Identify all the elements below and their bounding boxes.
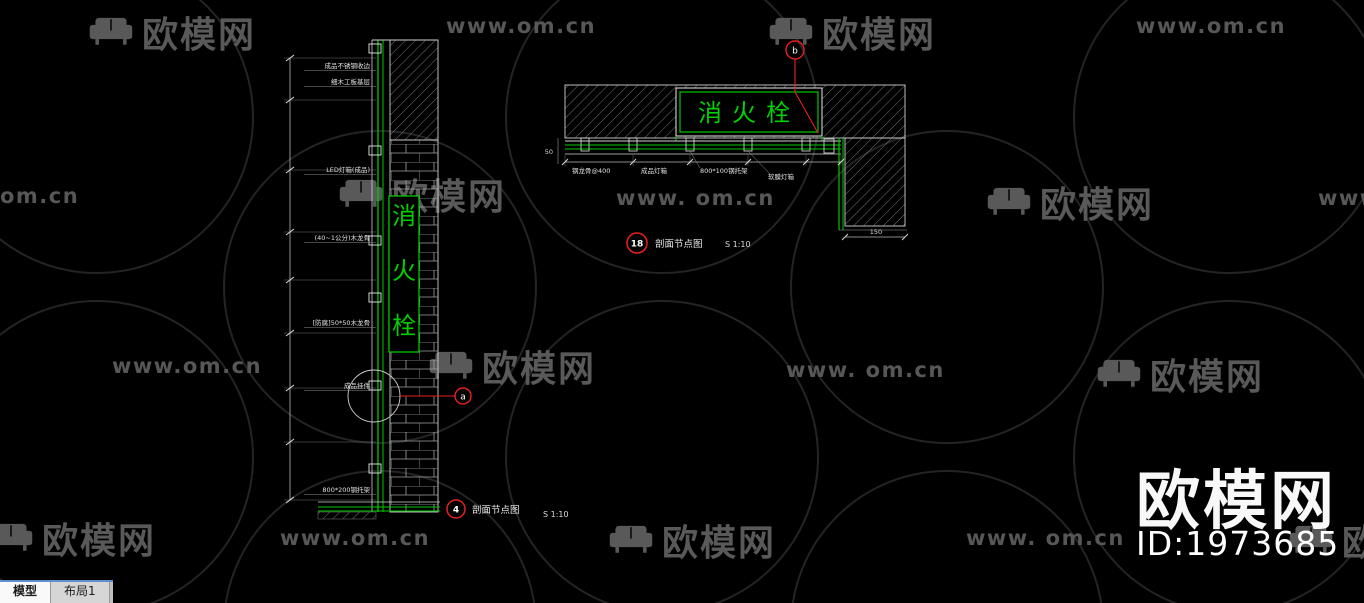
detail-title: 剖面节点图 bbox=[472, 504, 520, 516]
sign-char-bottom: 栓 bbox=[392, 312, 416, 340]
watermark-brand: 欧模网 bbox=[88, 6, 256, 58]
watermark-url: om.cn bbox=[0, 184, 80, 208]
sign-text: 消火栓 bbox=[698, 99, 800, 127]
sign-box-vertical bbox=[388, 195, 420, 353]
detail-marker-a bbox=[454, 387, 472, 405]
watermark-brand: 欧模网 bbox=[1096, 348, 1264, 400]
sign-char-mid: 火 bbox=[392, 257, 416, 285]
watermark-brand: 欧模网 bbox=[0, 512, 156, 564]
watermark-url: www. om.cn bbox=[966, 526, 1125, 550]
watermark-circle bbox=[1073, 0, 1364, 274]
detail-number: 18 bbox=[631, 240, 644, 250]
watermark-brand-text: 欧模网 bbox=[1150, 357, 1265, 398]
watermark-url: www.om.cn bbox=[280, 526, 431, 550]
watermark-brand-text: 欧模网 bbox=[482, 349, 597, 390]
tab-layout1[interactable]: 布局1 bbox=[51, 582, 110, 603]
annotation-label: 800*100钢托架 bbox=[700, 166, 748, 175]
right-section-drawing: 消火栓 50 bbox=[545, 40, 909, 254]
watermark-brand-text: 欧模网 bbox=[662, 523, 777, 564]
layout-tabbar: 模型 布局1 bbox=[0, 580, 113, 603]
annotation-label: 钢龙骨@400 bbox=[572, 166, 610, 175]
detail-title: 剖面节点图 bbox=[655, 238, 703, 250]
scale-label: S 1:10 bbox=[543, 510, 569, 519]
watermark-brand: 欧模网 bbox=[1288, 514, 1364, 566]
watermark-url: www. om.cn bbox=[786, 358, 945, 382]
image-id-label: ID:1973685 bbox=[1136, 524, 1340, 563]
annotation-label: [防腐]50*50木龙骨 bbox=[313, 318, 370, 327]
watermark-brand: 欧模网 bbox=[608, 514, 776, 566]
dimension-value: 150 bbox=[870, 228, 882, 236]
scale-label: S 1:10 bbox=[725, 240, 751, 249]
watermark-brand-text: 欧模网 bbox=[1040, 185, 1155, 226]
annotation-label: 细木工板基层 bbox=[331, 77, 371, 86]
annotation-label: 成品挂件 bbox=[344, 381, 371, 390]
watermark-brand: 欧模网 bbox=[768, 6, 936, 58]
sign-char-top: 消 bbox=[392, 202, 416, 230]
site-logo-text: 欧模网 bbox=[1136, 465, 1337, 539]
watermark-brand: 欧模网 bbox=[428, 340, 596, 392]
annotation-label: 800*200钢托架 bbox=[322, 485, 370, 494]
watermark-url: www. om.cn bbox=[616, 186, 775, 210]
watermark-brand-text: 欧模网 bbox=[1342, 523, 1364, 564]
watermark-brand: 欧模网 bbox=[986, 176, 1154, 228]
tab-model[interactable]: 模型 bbox=[0, 582, 52, 603]
annotation-label: 成品不锈钢收边 bbox=[325, 61, 371, 70]
detail-number-bubble bbox=[446, 499, 466, 519]
annotation-label: 成品灯箱 bbox=[641, 166, 668, 175]
watermark-url: www. bbox=[1318, 186, 1364, 210]
watermark-circle bbox=[505, 300, 819, 603]
watermark-brand-text: 欧模网 bbox=[142, 15, 257, 56]
watermark-url: www.om.cn bbox=[1136, 14, 1287, 38]
left-section-drawing: 消 火 栓 a 成品不锈钢收边 bbox=[284, 39, 569, 520]
watermark-url: www.om.cn bbox=[446, 14, 597, 38]
watermark-circle bbox=[790, 130, 1104, 444]
detail-number-bubble bbox=[626, 232, 648, 254]
watermark-brand-text: 欧模网 bbox=[42, 521, 157, 562]
watermark-circle bbox=[223, 130, 537, 444]
annotation-label: 软膜灯箱 bbox=[768, 172, 795, 181]
watermark-url: www.om.cn bbox=[112, 354, 263, 378]
annotation-label: LED灯箱(成品) bbox=[326, 165, 370, 174]
watermark-circle bbox=[1073, 300, 1364, 603]
detail-marker-b-letter: b bbox=[792, 47, 798, 57]
annotation-label: (40~1公分)木龙骨 bbox=[315, 233, 370, 242]
detail-marker-a-letter: a bbox=[460, 393, 466, 403]
dimension-value: 50 bbox=[545, 148, 553, 156]
detail-number: 4 bbox=[453, 506, 459, 516]
watermark-brand-text: 欧模网 bbox=[822, 15, 937, 56]
